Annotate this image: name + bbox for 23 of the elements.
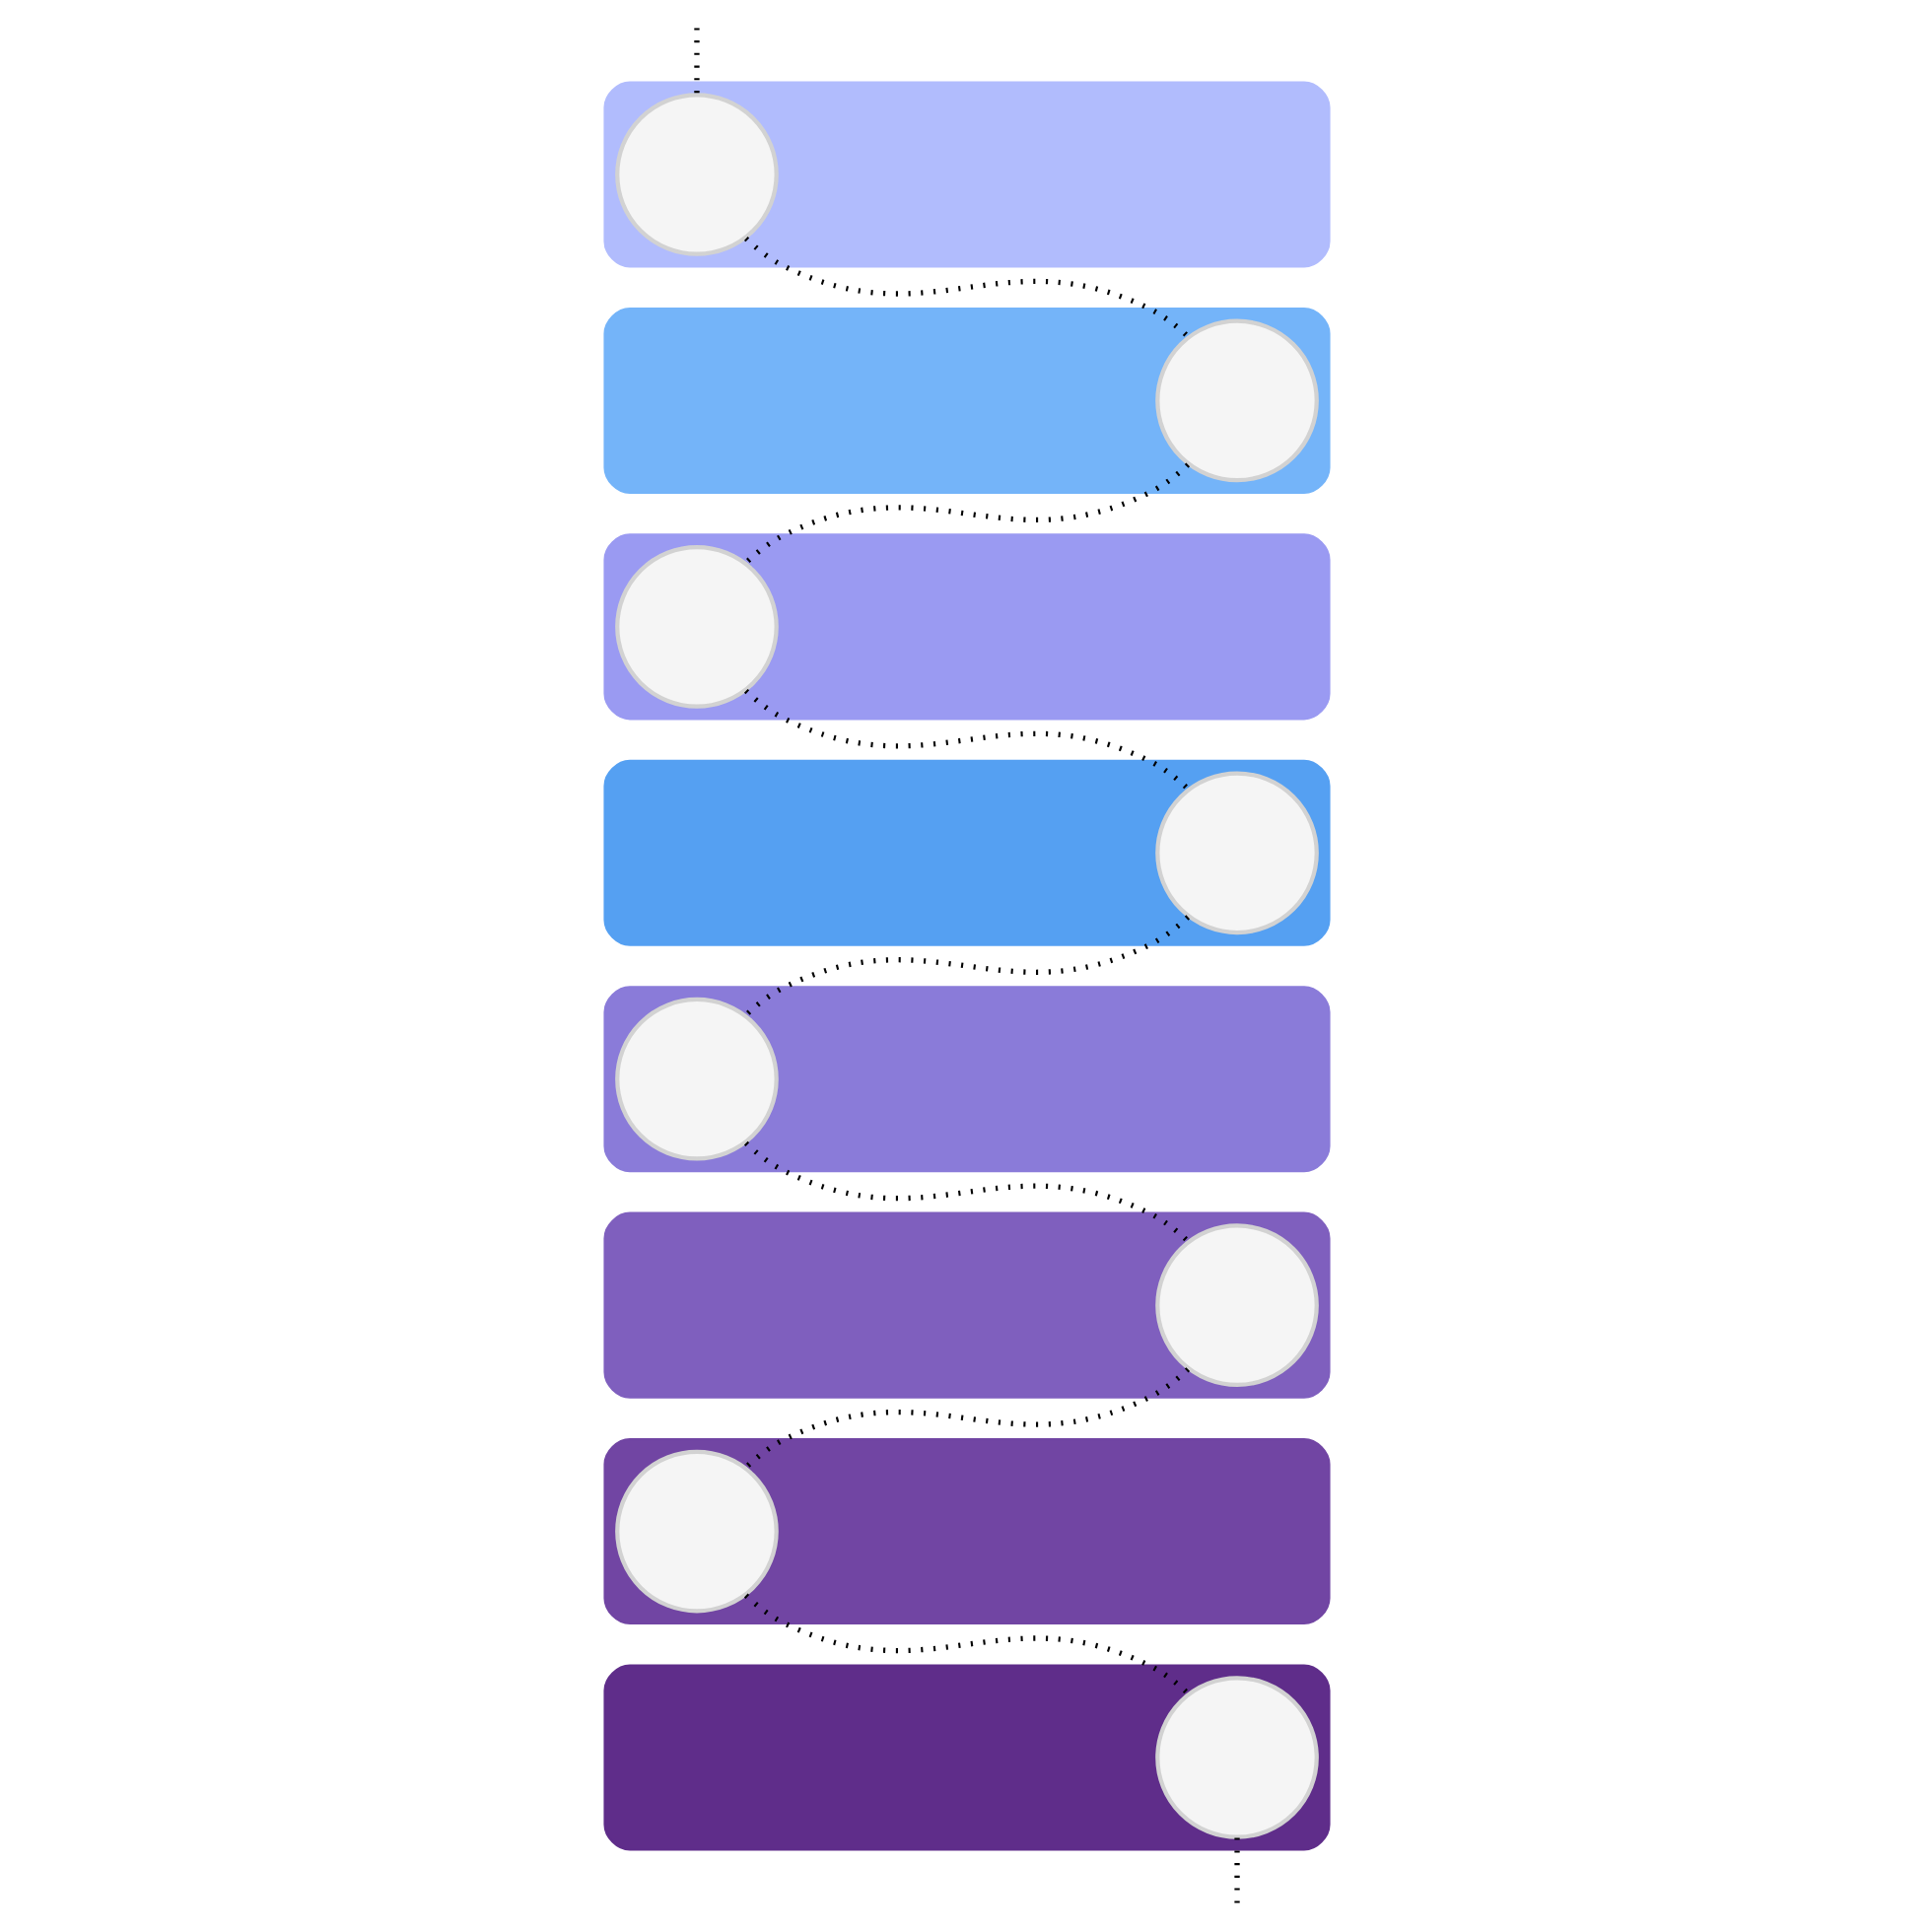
node-circle bbox=[1154, 1676, 1318, 1839]
connector bbox=[742, 462, 1190, 565]
cluster bbox=[602, 81, 1330, 268]
connector bbox=[742, 1593, 1190, 1695]
connector bbox=[742, 688, 1190, 792]
node-circle bbox=[614, 997, 778, 1161]
connector bbox=[742, 1367, 1190, 1470]
node-circle bbox=[614, 545, 778, 709]
node-circle bbox=[614, 93, 778, 256]
node-circle bbox=[1154, 318, 1318, 483]
cluster bbox=[602, 307, 1330, 494]
cluster bbox=[602, 1438, 1330, 1625]
node-circle bbox=[1154, 1223, 1318, 1387]
cluster bbox=[602, 759, 1330, 946]
cluster bbox=[602, 533, 1330, 721]
cluster bbox=[602, 1211, 1330, 1399]
node-circle bbox=[614, 1449, 778, 1614]
connector bbox=[742, 1140, 1190, 1244]
cluster bbox=[602, 1664, 1330, 1851]
cluster bbox=[602, 986, 1330, 1173]
node-circle bbox=[1154, 771, 1318, 935]
connector bbox=[742, 915, 1190, 1017]
connector bbox=[742, 237, 1190, 339]
